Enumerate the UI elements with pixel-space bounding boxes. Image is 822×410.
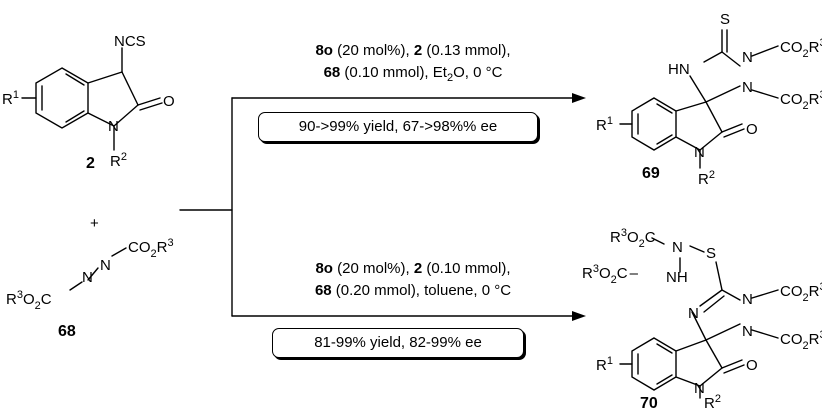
compound-69-label: 69: [642, 165, 660, 182]
r2-70: R2: [704, 393, 721, 410]
n2-70: N: [742, 323, 753, 340]
r1-69: R1: [596, 115, 613, 134]
nh-70: NH: [666, 269, 688, 286]
bottom-conditions-line2: 68 (0.20 mmol), toluene, 0 °C: [314, 282, 512, 299]
co2r3-70-bottom: CO2R3: [780, 329, 822, 352]
compound-69-structure: [619, 29, 779, 169]
carbonyl-o: O: [163, 93, 175, 110]
n-69: N: [694, 144, 705, 161]
n-ring-70: N: [688, 305, 699, 322]
bottom-result-box: 81-99% yield, 82-99% ee: [272, 328, 524, 358]
azo-n1: N: [100, 257, 111, 274]
compound-70-structure: [619, 237, 779, 399]
thione-s: S: [720, 11, 730, 28]
compound-68-structure: [69, 247, 127, 291]
r3o2c-70-top: R3O2C: [610, 227, 656, 250]
r3o2c-70-bottom: R3O2C–: [582, 263, 639, 286]
r3o2c-left: R3O2C: [6, 289, 52, 312]
hn-69: HN: [668, 61, 690, 78]
top-result-text: 90->99% yield, 67->98%% ee: [298, 118, 498, 135]
co2r3-69-bottom: CO2R3: [780, 89, 822, 112]
n1-70: N: [742, 291, 753, 308]
compound-2-structure: [21, 47, 163, 151]
r2-69: R2: [698, 169, 715, 188]
compound-68-label: 68: [58, 323, 76, 340]
n2-69: N: [742, 79, 753, 96]
bottom-conditions-line1: 8o (20 mol%), 2 (0.10 mmol),: [315, 260, 511, 277]
n-70-lactam: N: [694, 380, 705, 397]
carbonyl-o-69: O: [746, 121, 758, 138]
co2r3-70-top: CO2R3: [780, 281, 822, 304]
n-70: N: [672, 239, 683, 256]
s-70: S: [706, 245, 716, 262]
azo-n2: N: [82, 269, 93, 286]
n-atom: N: [108, 118, 119, 135]
plus-sign: +: [90, 215, 99, 232]
arrow-bottom-head: [572, 311, 586, 321]
r1-70: R1: [596, 355, 613, 374]
top-conditions-line2: 68 (0.10 mmol), Et2O, 0 °C: [323, 64, 503, 84]
top-conditions-line1: 8o (20 mol%), 2 (0.13 mmol),: [315, 42, 511, 59]
n1-69: N: [742, 49, 753, 66]
r1-substituent: R1: [2, 89, 19, 108]
compound-2-label: 2: [86, 155, 95, 172]
co2r3-69-top: CO2R3: [780, 37, 822, 60]
co2r3-top: CO2R3: [128, 237, 174, 260]
ncs-group: NCS: [114, 33, 146, 50]
bottom-result-text: 81-99% yield, 82-99% ee: [314, 334, 482, 351]
top-result-box: 90->99% yield, 67->98%% ee: [258, 112, 538, 142]
r2-substituent: R2: [110, 151, 127, 170]
carbonyl-o-70: O: [746, 357, 758, 374]
arrow-top-head: [572, 93, 586, 103]
compound-70-label: 70: [640, 395, 658, 410]
